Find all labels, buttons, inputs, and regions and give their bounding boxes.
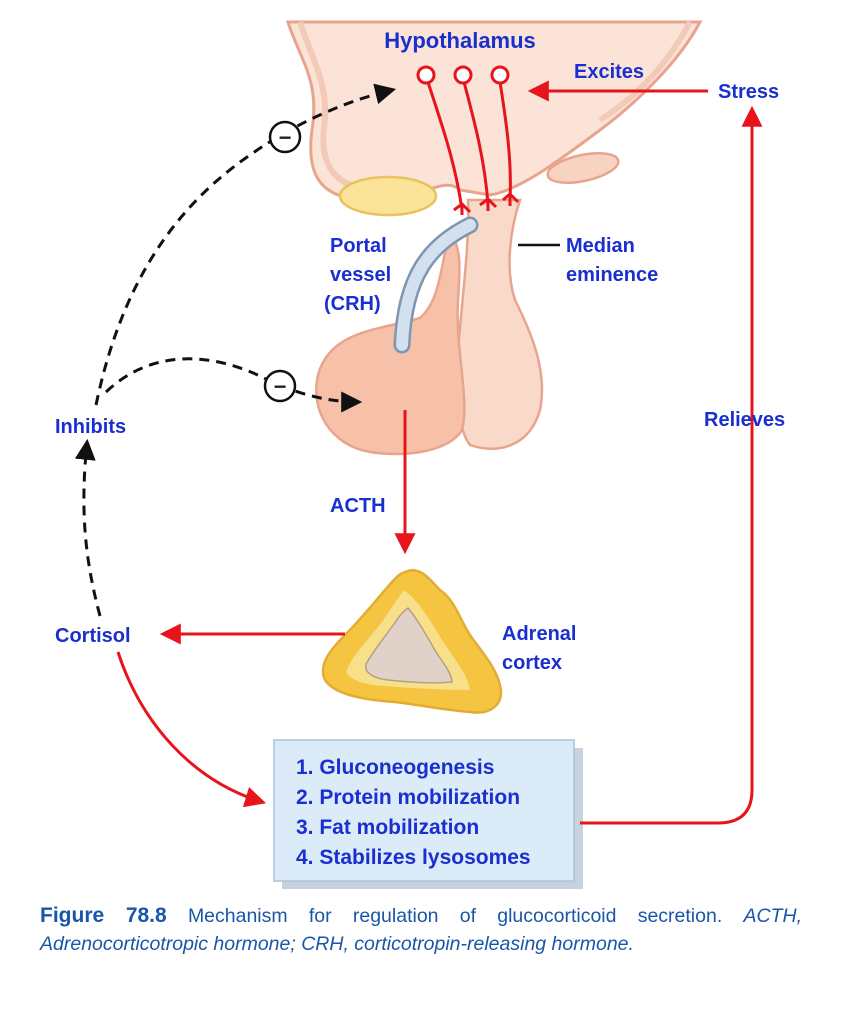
median-eminence-label-line1: Median: [566, 235, 635, 257]
portal-vessel-label-line2: vessel: [330, 264, 391, 286]
figure-title: Mechanism for regulation of glucocortico…: [187, 905, 723, 927]
excites-label: Excites: [574, 61, 644, 83]
cortisol-label: Cortisol: [55, 625, 131, 647]
posterior-pituitary: [455, 198, 544, 450]
stress-label: Stress: [718, 81, 779, 103]
effects-box: [273, 739, 575, 882]
hypothalamic-neurons: [416, 65, 520, 215]
effect-item-2: 2. Protein mobilization: [296, 786, 520, 809]
optic-chiasm: [338, 175, 438, 217]
relieves-label: Relieves: [704, 409, 785, 431]
inhibits-label: Inhibits: [55, 416, 126, 438]
figure-number: Figure 78.8: [40, 904, 167, 927]
adrenal-cortex-label-line1: Adrenal: [502, 623, 576, 645]
adrenal-medulla: [364, 607, 453, 684]
adrenal-cortex-label-line2: cortex: [502, 652, 562, 674]
portal-vessel-label-line3: (CRH): [324, 293, 381, 315]
stimulation-arrows: [116, 80, 763, 825]
effect-item-4: 4. Stabilizes lysosomes: [296, 846, 531, 869]
figure-caption: Figure 78.8 Mechanism for regulation of …: [40, 902, 802, 958]
cortisol-to-inhibits-arrow: [74, 438, 102, 617]
effect-item-3: 3. Fat mobilization: [296, 816, 479, 839]
inhibit-pituitary-arrow: [104, 357, 363, 413]
acth-label: ACTH: [330, 495, 386, 517]
hypothalamus-region: [285, 20, 703, 202]
inhibition-arrows: [74, 83, 397, 617]
median-eminence-label-line2: eminence: [566, 264, 658, 286]
cortisol-effects-arrow: [116, 651, 267, 808]
hypothalamus-label: Hypothalamus: [384, 28, 536, 53]
minus-symbol-1: −: [279, 125, 292, 150]
mammillary-body: [546, 151, 620, 185]
figure-abbreviations: ACTH, Adrenocorticotropic hormone; CRH, …: [40, 905, 802, 955]
portal-vessel-label-line1: Portal: [330, 235, 387, 257]
effect-item-1: 1. Gluconeogenesis: [296, 756, 494, 779]
glucocorticoid-regulation-diagram: − − Hypothalamus Excites Stress Portal v…: [55, 20, 785, 889]
inhibit-hypothalamus-arrow: [94, 83, 397, 406]
minus-circle-hypothalamus: −: [268, 120, 302, 154]
relieves-stress-arrow: [580, 105, 763, 825]
minus-circle-pituitary: −: [263, 369, 297, 403]
minus-symbol-2: −: [274, 374, 287, 399]
